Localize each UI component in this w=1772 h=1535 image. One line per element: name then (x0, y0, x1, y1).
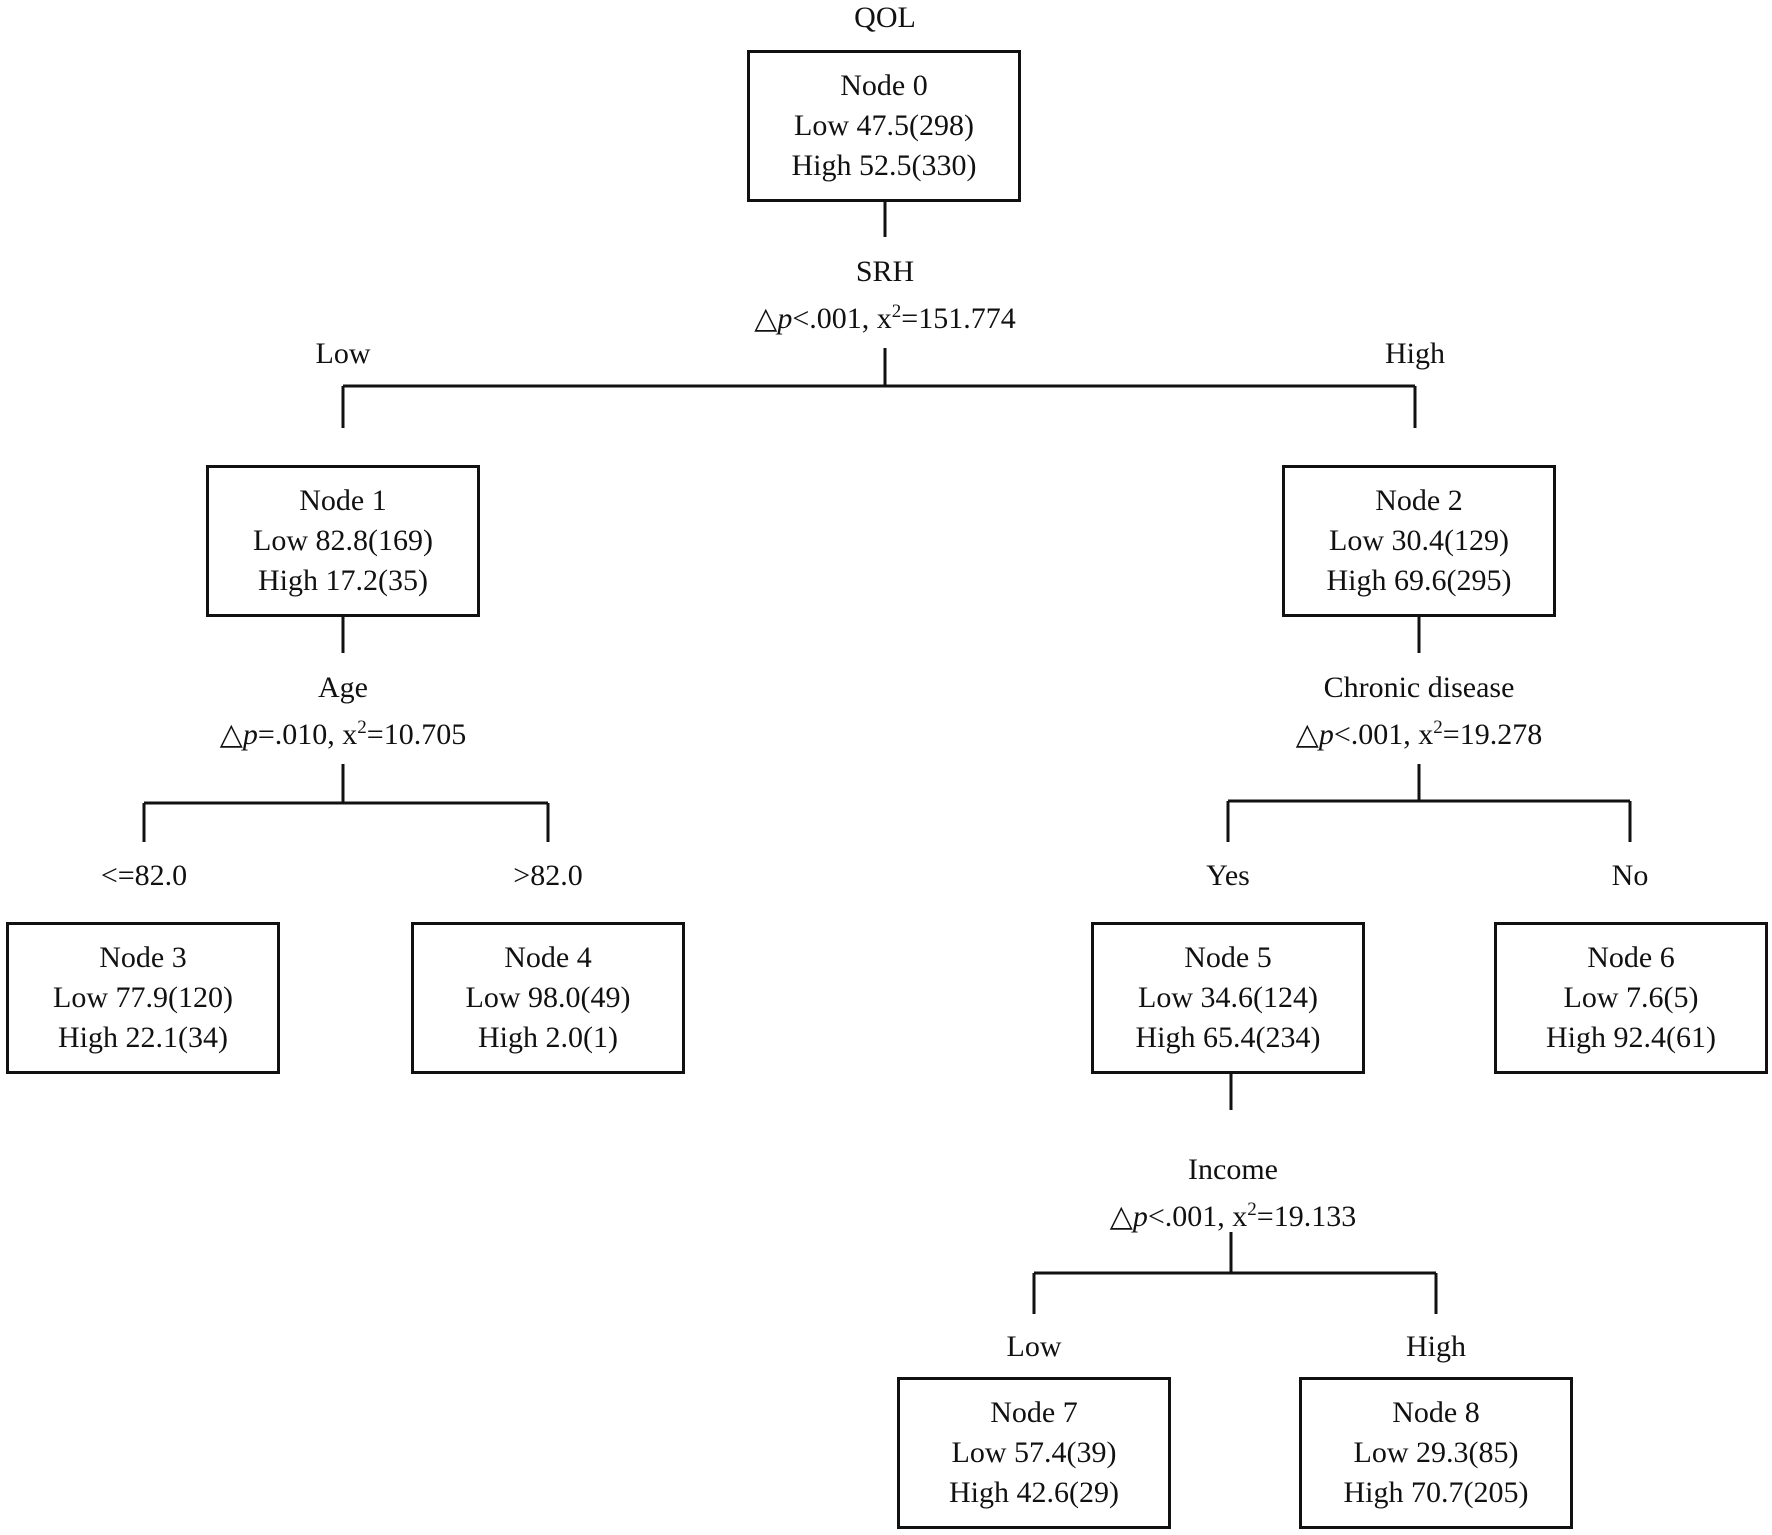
node-3-high: High 22.1(34) (58, 1021, 228, 1054)
node-0-high: High 52.5(330) (791, 149, 977, 182)
node-5-high: High 65.4(234) (1135, 1021, 1321, 1054)
branch-chronic-yes: Yes (1206, 859, 1250, 892)
node-6-low: Low 7.6(5) (1563, 981, 1699, 1014)
chi-exponent: 2 (357, 717, 367, 738)
root-label: QOL (854, 1, 916, 34)
p-value: =.010, x (257, 718, 358, 751)
delta-symbol: △ (1109, 1200, 1133, 1233)
node-7-title: Node 7 (990, 1396, 1078, 1429)
node-5: Node 5 Low 34.6(124) High 65.4(234) (1091, 922, 1365, 1074)
split-srh-stat: △p<.001, x2=151.774 (754, 292, 1015, 339)
split-income-variable: Income (1188, 1153, 1278, 1186)
node-2-high: High 69.6(295) (1326, 564, 1512, 597)
split-income: Income △p<.001, x2=19.133 (1110, 1150, 1356, 1237)
node-8-low: Low 29.3(85) (1353, 1436, 1519, 1469)
node-6-high: High 92.4(61) (1546, 1021, 1716, 1054)
split-srh: SRH △p<.001, x2=151.774 (754, 252, 1015, 339)
chi-exponent: 2 (1247, 1199, 1257, 1220)
node-1-high: High 17.2(35) (258, 564, 428, 597)
node-7-high: High 42.6(29) (949, 1476, 1119, 1509)
node-0: Node 0 Low 47.5(298) High 52.5(330) (747, 50, 1021, 202)
p-symbol: p (242, 718, 258, 751)
node-3: Node 3 Low 77.9(120) High 22.1(34) (6, 922, 280, 1074)
node-3-title: Node 3 (99, 941, 187, 974)
delta-symbol: △ (219, 718, 243, 751)
node-7-low: Low 57.4(39) (951, 1436, 1117, 1469)
node-1-title: Node 1 (299, 484, 387, 517)
split-chronic-disease-stat: △p<.001, x2=19.278 (1296, 708, 1542, 755)
split-age-variable: Age (318, 671, 368, 704)
branch-chronic-no: No (1611, 859, 1649, 892)
node-8-title: Node 8 (1392, 1396, 1480, 1429)
branch-income-high: High (1406, 1330, 1466, 1363)
p-symbol: p (777, 302, 793, 335)
split-income-stat: △p<.001, x2=19.133 (1110, 1190, 1356, 1237)
branch-income-low: Low (1006, 1330, 1062, 1363)
node-2: Node 2 Low 30.4(129) High 69.6(295) (1282, 465, 1556, 617)
split-chronic-disease: Chronic disease △p<.001, x2=19.278 (1296, 668, 1542, 755)
chi-value: =151.774 (901, 302, 1016, 335)
node-0-low: Low 47.5(298) (794, 109, 974, 142)
node-2-low: Low 30.4(129) (1329, 524, 1509, 557)
node-6: Node 6 Low 7.6(5) High 92.4(61) (1494, 922, 1768, 1074)
node-3-low: Low 77.9(120) (53, 981, 233, 1014)
split-chronic-disease-variable: Chronic disease (1323, 671, 1515, 704)
node-5-title: Node 5 (1184, 941, 1272, 974)
chi-value: =19.278 (1442, 718, 1543, 751)
delta-symbol: △ (1295, 718, 1319, 751)
node-4-low: Low 98.0(49) (465, 981, 631, 1014)
node-1-low: Low 82.8(169) (253, 524, 433, 557)
node-0-title: Node 0 (840, 69, 928, 102)
node-8: Node 8 Low 29.3(85) High 70.7(205) (1299, 1377, 1573, 1529)
chi-exponent: 2 (891, 301, 902, 322)
node-7: Node 7 Low 57.4(39) High 42.6(29) (897, 1377, 1171, 1529)
chi-value: =10.705 (366, 718, 467, 751)
split-age: Age △p=.010, x2=10.705 (220, 668, 466, 755)
node-4-high: High 2.0(1) (478, 1021, 618, 1054)
branch-age-gt: >82.0 (513, 859, 583, 892)
branch-srh-high: High (1385, 337, 1445, 370)
p-value: <.001, x (1147, 1200, 1248, 1233)
node-5-low: Low 34.6(124) (1138, 981, 1318, 1014)
p-symbol: p (1132, 1200, 1148, 1233)
node-8-high: High 70.7(205) (1343, 1476, 1529, 1509)
chi-value: =19.133 (1256, 1200, 1357, 1233)
node-4: Node 4 Low 98.0(49) High 2.0(1) (411, 922, 685, 1074)
p-value: <.001, x (792, 302, 892, 335)
branch-age-le: <=82.0 (100, 859, 188, 892)
chi-exponent: 2 (1433, 717, 1443, 738)
node-6-title: Node 6 (1587, 941, 1675, 974)
p-value: <.001, x (1333, 718, 1434, 751)
branch-srh-low: Low (315, 337, 371, 370)
node-2-title: Node 2 (1375, 484, 1463, 517)
split-age-stat: △p=.010, x2=10.705 (220, 708, 466, 755)
node-4-title: Node 4 (504, 941, 592, 974)
p-symbol: p (1318, 718, 1334, 751)
node-1: Node 1 Low 82.8(169) High 17.2(35) (206, 465, 480, 617)
delta-symbol: △ (754, 302, 778, 335)
split-srh-variable: SRH (855, 255, 915, 288)
